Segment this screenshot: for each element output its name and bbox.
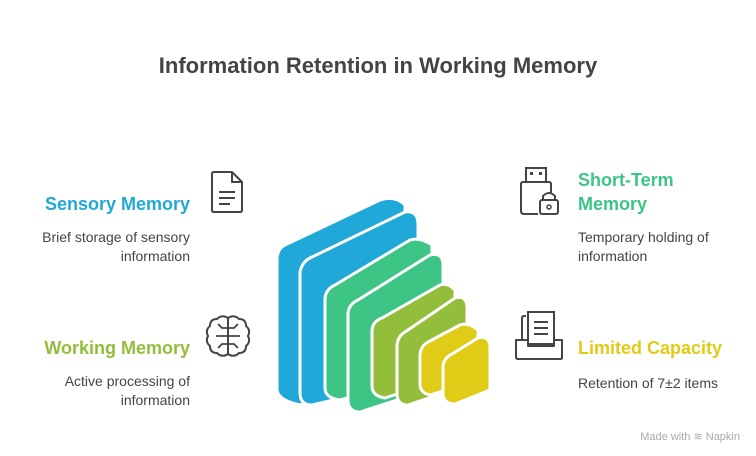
working-memory-desc-line: Active processing of <box>64 373 190 389</box>
capacity-layer-front <box>441 336 492 406</box>
short-term-memory-desc-line: Temporary holding of <box>578 229 709 245</box>
short-term-memory-desc-line: information <box>578 248 648 264</box>
working-memory-title: Working Memory <box>44 338 190 358</box>
made-with-label: Made with <box>640 431 691 443</box>
inbox-document-icon <box>515 311 563 360</box>
working-memory-desc-line: information <box>120 392 190 408</box>
title-line: Short-Term <box>578 170 674 190</box>
usb-lock-icon <box>520 167 559 215</box>
diagram-title: Information Retention in Working Memory <box>158 53 598 78</box>
brain-icon <box>205 315 251 357</box>
short-term-memory-title: Short-Term Memory <box>578 168 674 216</box>
napkin-brand: Napkin <box>705 431 740 443</box>
sensory-memory-desc-line: Brief storage of sensory <box>42 229 190 245</box>
napkin-logo-icon: ≋ <box>693 431 703 443</box>
made-with-napkin-badge[interactable]: Made with ≋ Napkin <box>640 430 740 443</box>
title-line: Memory <box>578 194 648 214</box>
limited-capacity-title: Limited Capacity <box>578 338 723 358</box>
sensory-memory-desc-line: information <box>120 248 190 264</box>
sensory-memory-title: Sensory Memory <box>44 194 190 214</box>
document-icon <box>211 171 243 213</box>
limited-capacity-desc-line: Retention of 7±2 items <box>578 375 718 391</box>
